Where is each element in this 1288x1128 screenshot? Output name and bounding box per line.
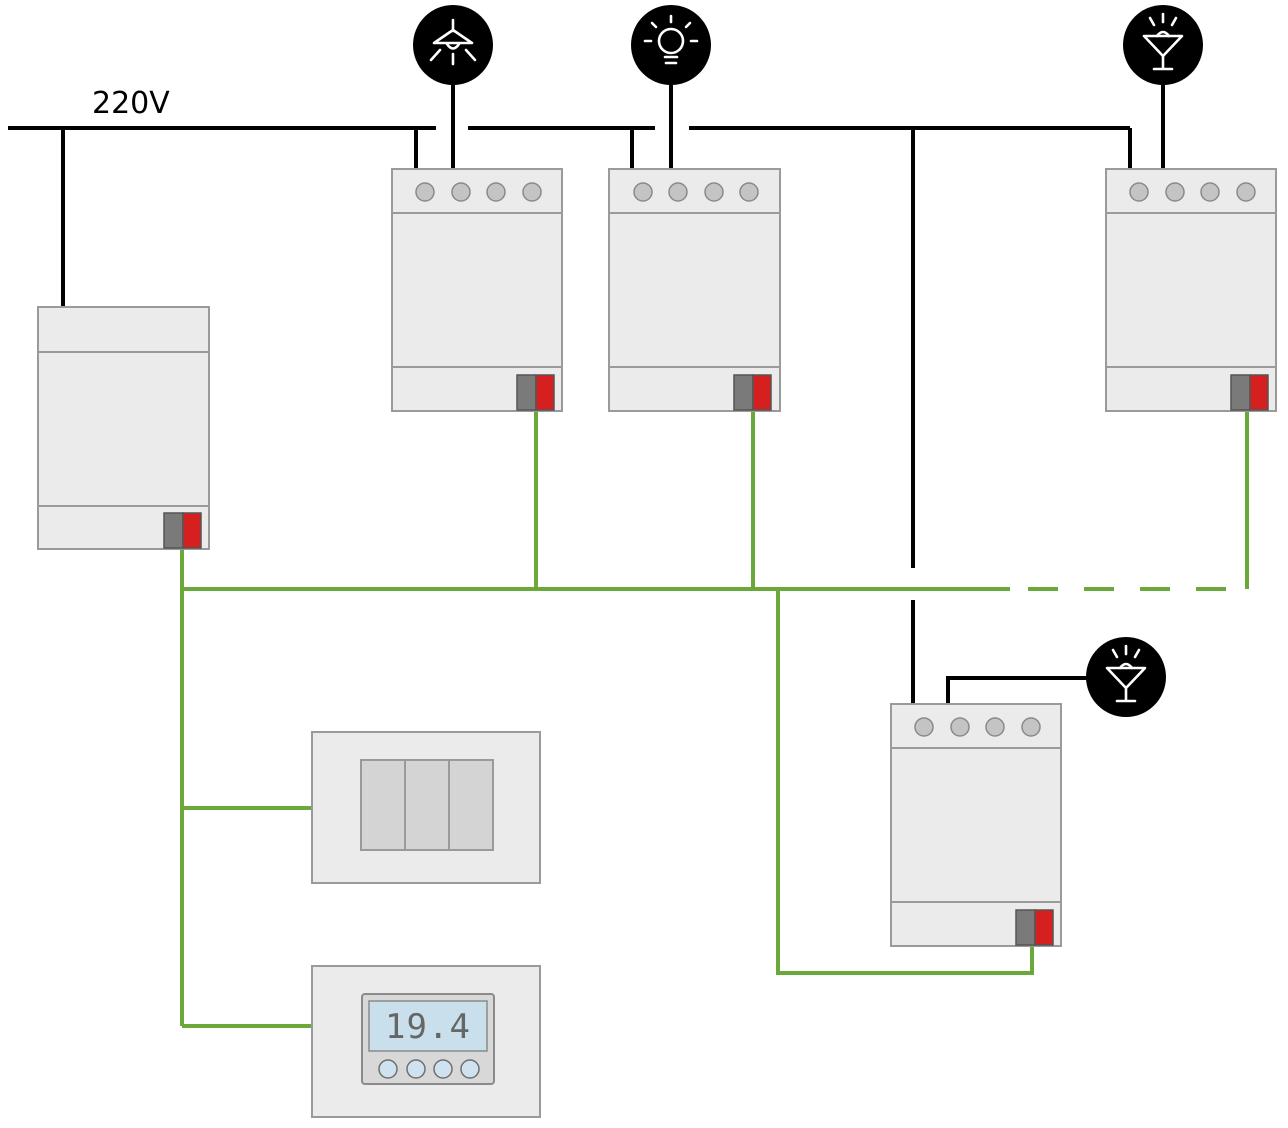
terminal-screw (1200, 182, 1220, 202)
terminal-screw (985, 717, 1005, 737)
actuator-module-2 (608, 168, 781, 412)
terminal-screw (950, 717, 970, 737)
thermostat-button-1 (378, 1059, 398, 1079)
bus-terminal-red (182, 512, 202, 549)
rocker-button-2 (404, 759, 450, 851)
rocker-button-1 (360, 759, 406, 851)
bus-terminal-red (535, 374, 555, 411)
actuator-module-1 (391, 168, 563, 412)
bus-terminal-grey (1230, 374, 1251, 411)
actuator-module-4 (890, 703, 1062, 947)
terminal-screw (486, 182, 506, 202)
bus-terminal-grey (733, 374, 754, 411)
thermostat-button-3 (433, 1059, 453, 1079)
thermostat-button-4 (460, 1059, 480, 1079)
lamp-4-wire (946, 676, 1090, 703)
thermostat-display (368, 1000, 488, 1052)
terminal-screw (633, 182, 653, 202)
terminal-screw (914, 717, 934, 737)
cocktail-glass-lamp-icon (1123, 5, 1203, 85)
temperature-readout: 19.4 (385, 1007, 471, 1047)
thermostat-button-2 (406, 1059, 426, 1079)
terminal-screw (668, 182, 688, 202)
terminal-screw (704, 182, 724, 202)
push-button-switch (311, 731, 541, 884)
terminal-screw (739, 182, 759, 202)
bus-terminal-grey (163, 512, 184, 549)
bus-actuator-4-branch (776, 589, 1034, 975)
cocktail-glass-lamp-icon (1086, 637, 1166, 717)
terminal-screw (1021, 717, 1041, 737)
bus-wiring (180, 411, 1249, 1028)
bus-terminal-grey (1015, 909, 1036, 946)
actuator-module-3 (1105, 168, 1277, 412)
terminal-screw (1165, 182, 1185, 202)
ceiling-pendant-lamp-icon (413, 5, 493, 85)
terminal-screw (415, 182, 435, 202)
terminal-screw (451, 182, 471, 202)
terminal-screw (1236, 182, 1256, 202)
power-wiring (8, 84, 1165, 703)
bus-terminal-red (1249, 374, 1269, 411)
terminal-screw (522, 182, 542, 202)
light-bulb-icon (631, 5, 711, 85)
room-thermostat: 19.4 (311, 965, 541, 1118)
bus-terminal-grey (516, 374, 537, 411)
bus-terminal-red (1034, 909, 1054, 946)
rocker-button-3 (448, 759, 494, 851)
terminal-screw (1129, 182, 1149, 202)
bus-terminal-red (752, 374, 772, 411)
voltage-label: 220V (92, 86, 170, 121)
power-supply-module (37, 306, 210, 550)
